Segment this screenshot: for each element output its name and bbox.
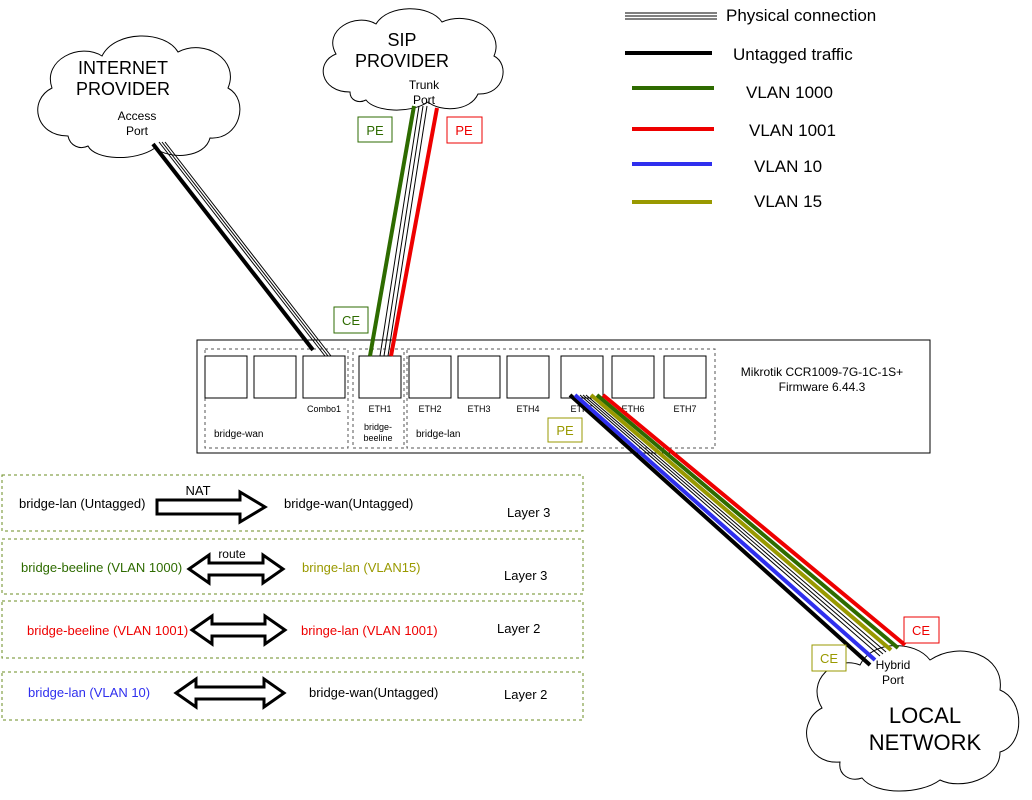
tag-pe-lan: PE [556, 423, 574, 438]
router-firmware: Firmware 6.44.3 [779, 380, 866, 394]
port-label-eth6: ETH6 [621, 404, 644, 414]
legend-label-vlan15: VLAN 15 [754, 192, 822, 211]
port-eth4 [506, 355, 550, 399]
port-label-eth3: ETH3 [467, 404, 490, 414]
bridge-lan-group [406, 348, 716, 449]
legend-label-vlan10: VLAN 10 [754, 157, 822, 176]
link-sip-eth1 [368, 105, 439, 357]
local-title-line1: LOCAL [889, 703, 961, 728]
rule-4-right: bridge-wan(Untagged) [309, 685, 438, 700]
internet-title-line2: PROVIDER [76, 79, 170, 99]
rule-row-3 [1, 600, 584, 659]
legend-label-untagged: Untagged traffic [733, 45, 853, 64]
port-label-eth2: ETH2 [418, 404, 441, 414]
rule-4-arrow-both [173, 676, 287, 710]
tag-ce-local-red-box [903, 616, 940, 644]
rule-3-right: bringe-lan (VLAN 1001) [301, 623, 438, 638]
rule-4-left: bridge-lan (VLAN 10) [28, 685, 150, 700]
link-internet-combo1 [151, 141, 332, 357]
port-eth1 [358, 355, 402, 399]
sip-title-line2: PROVIDER [355, 51, 449, 71]
port-label-eth1: ETH1 [368, 404, 391, 414]
tag-pe-sip-red: PE [455, 123, 473, 138]
rule-2-arrow-both [186, 552, 286, 586]
sip-provider-cloud: SIP PROVIDER Trunk Port [322, 8, 504, 111]
rule-row-4 [1, 671, 584, 721]
rule-2-layer: Layer 3 [504, 568, 547, 583]
tag-ce-local-olive-box [811, 644, 847, 672]
legend: Physical connection Untagged traffic VLA… [625, 6, 876, 211]
tag-ce-local-red: CE [912, 623, 930, 638]
tag-pe-lan-box [547, 417, 583, 443]
port-label-eth5: ETH5 [570, 404, 593, 414]
tag-ce-router: CE [342, 313, 360, 328]
port-label-eth4: ETH4 [516, 404, 539, 414]
group-label-bridge-wan: bridge-wan [214, 429, 263, 440]
rule-1-layer: Layer 3 [507, 505, 550, 520]
bridge-beeline-group [352, 348, 405, 449]
tag-ce-router-box [333, 306, 369, 334]
internet-provider-cloud: INTERNET PROVIDER Access Port [37, 35, 241, 159]
internet-port-line1: Access [118, 109, 157, 123]
rule-row-1 [1, 474, 584, 532]
rule-1-right: bridge-wan(Untagged) [284, 496, 413, 511]
router-model: Mikrotik CCR1009-7G-1C-1S+ [741, 365, 903, 379]
rule-3-arrow-both [189, 613, 288, 647]
rule-2-left: bridge-beeline (VLAN 1000) [21, 560, 182, 575]
internet-title-line1: INTERNET [78, 58, 168, 78]
rule-1-left: bridge-lan (Untagged) [19, 496, 145, 511]
legend-physical-swatch [625, 12, 717, 20]
internet-port-line2: Port [126, 124, 149, 138]
tag-pe-sip-red-box [446, 116, 483, 144]
legend-label-vlan1000: VLAN 1000 [746, 83, 833, 102]
rule-2-over: route [218, 547, 246, 561]
tag-pe-sip-green: PE [366, 123, 384, 138]
local-title-line2: NETWORK [869, 730, 982, 755]
sip-title-line1: SIP [387, 30, 416, 50]
group-label-beeline-line2: beeline [363, 433, 392, 443]
rule-3-layer: Layer 2 [497, 621, 540, 636]
rule-4-layer: Layer 2 [504, 687, 547, 702]
sip-port-line1: Trunk [409, 78, 440, 92]
rule-3-left: bridge-beeline (VLAN 1001) [27, 623, 188, 638]
port-combo1 [302, 355, 346, 399]
port-eth6 [611, 355, 655, 399]
rule-1-arrow-right [155, 489, 268, 525]
rules-table: bridge-lan (Untagged) NAT bridge-wan(Unt… [1, 474, 584, 721]
local-port-line1: Hybrid [876, 658, 911, 672]
rule-2-right: bringe-lan (VLAN15) [302, 560, 421, 575]
tag-ce-local-olive: CE [820, 651, 838, 666]
group-label-beeline-line1: bridge- [364, 422, 392, 432]
port-eth3 [457, 355, 501, 399]
port-label-eth7: ETH7 [673, 404, 696, 414]
port-eth5 [560, 355, 604, 399]
port-eth7 [663, 355, 707, 399]
legend-label-vlan1001: VLAN 1001 [749, 121, 836, 140]
local-network-cloud: LOCAL NETWORK Hybrid Port [806, 645, 1020, 792]
sfp-port-1 [204, 355, 248, 399]
local-port-line2: Port [882, 673, 905, 687]
legend-label-physical: Physical connection [726, 6, 876, 25]
rule-1-over: NAT [185, 483, 210, 498]
port-label-combo1: Combo1 [307, 404, 341, 414]
link-eth5-local [568, 393, 907, 667]
sip-port-line2: Port [413, 93, 436, 107]
tag-pe-sip-green-box [357, 116, 393, 143]
sfp-port-2 [253, 355, 297, 399]
group-label-bridge-lan: bridge-lan [416, 429, 460, 440]
rule-row-2 [1, 538, 584, 595]
port-eth2 [408, 355, 452, 399]
